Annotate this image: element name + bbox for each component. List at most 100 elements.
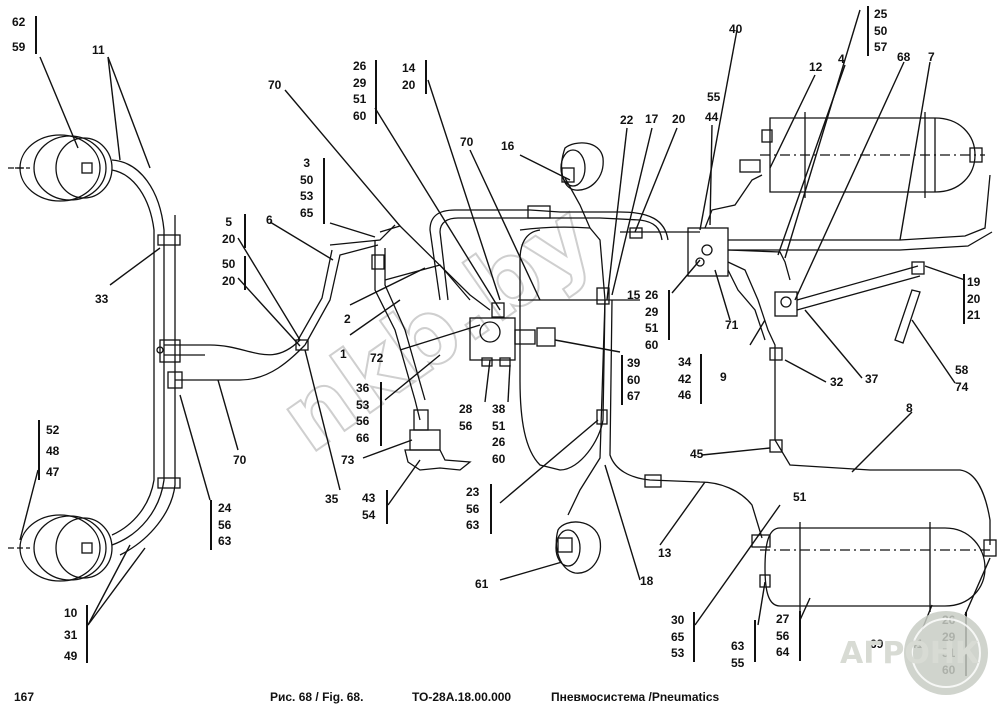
callout-55: 55 [707, 90, 721, 104]
callout-70: 70 [233, 453, 247, 467]
callout-bar [375, 60, 377, 124]
callout-bar [867, 6, 869, 56]
callout-45: 45 [690, 447, 704, 461]
callout-bar [425, 60, 427, 94]
system-title: Пневмосистема /Pneumatics [551, 690, 720, 704]
callout-32: 32 [830, 375, 844, 389]
callout-4: 4 [838, 52, 845, 66]
callout-15: 15 [627, 288, 641, 302]
callout-bar [323, 158, 325, 224]
callout-1: 1 [340, 347, 347, 361]
callout-bar [799, 611, 801, 661]
callout-10: 10 [64, 606, 78, 620]
callout-bar [693, 612, 695, 662]
brake-chamber-upper-left [8, 134, 113, 202]
callout-bar [386, 490, 388, 524]
callout-2: 2 [344, 312, 351, 326]
callout-16: 16 [501, 139, 515, 153]
callout-bar [380, 382, 382, 446]
figure-caption: Рис. 68 / Fig. 68. [270, 690, 364, 704]
svg-text:АГРОНК: АГРОНК [840, 636, 980, 671]
air-receiver-lower [751, 522, 997, 612]
callout-68: 68 [897, 50, 911, 64]
brake-chamber-front-right [560, 142, 604, 191]
callout-bar [621, 355, 623, 405]
callout-8: 8 [906, 401, 913, 415]
callout-70: 70 [460, 135, 474, 149]
callout-bar [963, 274, 965, 324]
air-receiver-upper [739, 112, 985, 198]
callout-bar [490, 484, 492, 534]
callout-69: 69 [870, 637, 884, 651]
callout-11: 11 [92, 43, 105, 57]
callout-13: 13 [658, 546, 672, 560]
callout-73: 73 [341, 453, 355, 467]
callout-31: 31 [64, 628, 78, 642]
callout-bar [35, 16, 37, 54]
callout-62: 62 [12, 15, 26, 29]
callout-70: 70 [268, 78, 282, 92]
callout-17: 17 [645, 112, 659, 126]
callout-bar [668, 290, 670, 340]
brake-chamber-lower-left [8, 514, 113, 582]
callout-52: 52 [46, 423, 60, 437]
callout-12: 12 [809, 60, 823, 74]
callout-47: 47 [46, 465, 60, 479]
drawing-code: ТО-28А.18.00.000 [412, 690, 512, 704]
callout-22: 22 [620, 113, 634, 127]
callout-bar [210, 500, 212, 550]
callout-71: 71 [725, 318, 739, 332]
leader-lines [19, 9, 991, 631]
callout-40: 40 [729, 22, 743, 36]
callout-bar [244, 256, 246, 290]
callout-48: 48 [46, 444, 60, 458]
callout-49: 49 [64, 649, 78, 663]
brake-chamber-rear-right [555, 521, 602, 574]
callout-59: 59 [12, 40, 26, 54]
callout-bar [754, 620, 756, 662]
callout-61: 61 [475, 577, 489, 591]
callout-18: 18 [640, 574, 654, 588]
callout-bar [700, 354, 702, 404]
callout-bar [244, 214, 246, 248]
pressure-regulator [774, 261, 925, 344]
callout-bar [86, 605, 88, 663]
callout-9: 9 [720, 370, 727, 384]
callout-bar [38, 420, 40, 480]
callout-33: 33 [95, 292, 109, 306]
callout-44: 44 [705, 110, 719, 124]
page-number: 167 [14, 690, 35, 704]
callout-72: 72 [370, 351, 384, 365]
callout-7: 7 [928, 50, 935, 64]
callout-51: 51 [793, 490, 807, 504]
agronk-logo: АГРОНК [840, 611, 988, 695]
callout-37: 37 [865, 372, 879, 386]
callout-20: 20 [672, 112, 686, 126]
callout-35: 35 [325, 492, 339, 506]
front-pipes [295, 224, 491, 421]
callout-6: 6 [266, 213, 273, 227]
central-valve [469, 302, 556, 367]
